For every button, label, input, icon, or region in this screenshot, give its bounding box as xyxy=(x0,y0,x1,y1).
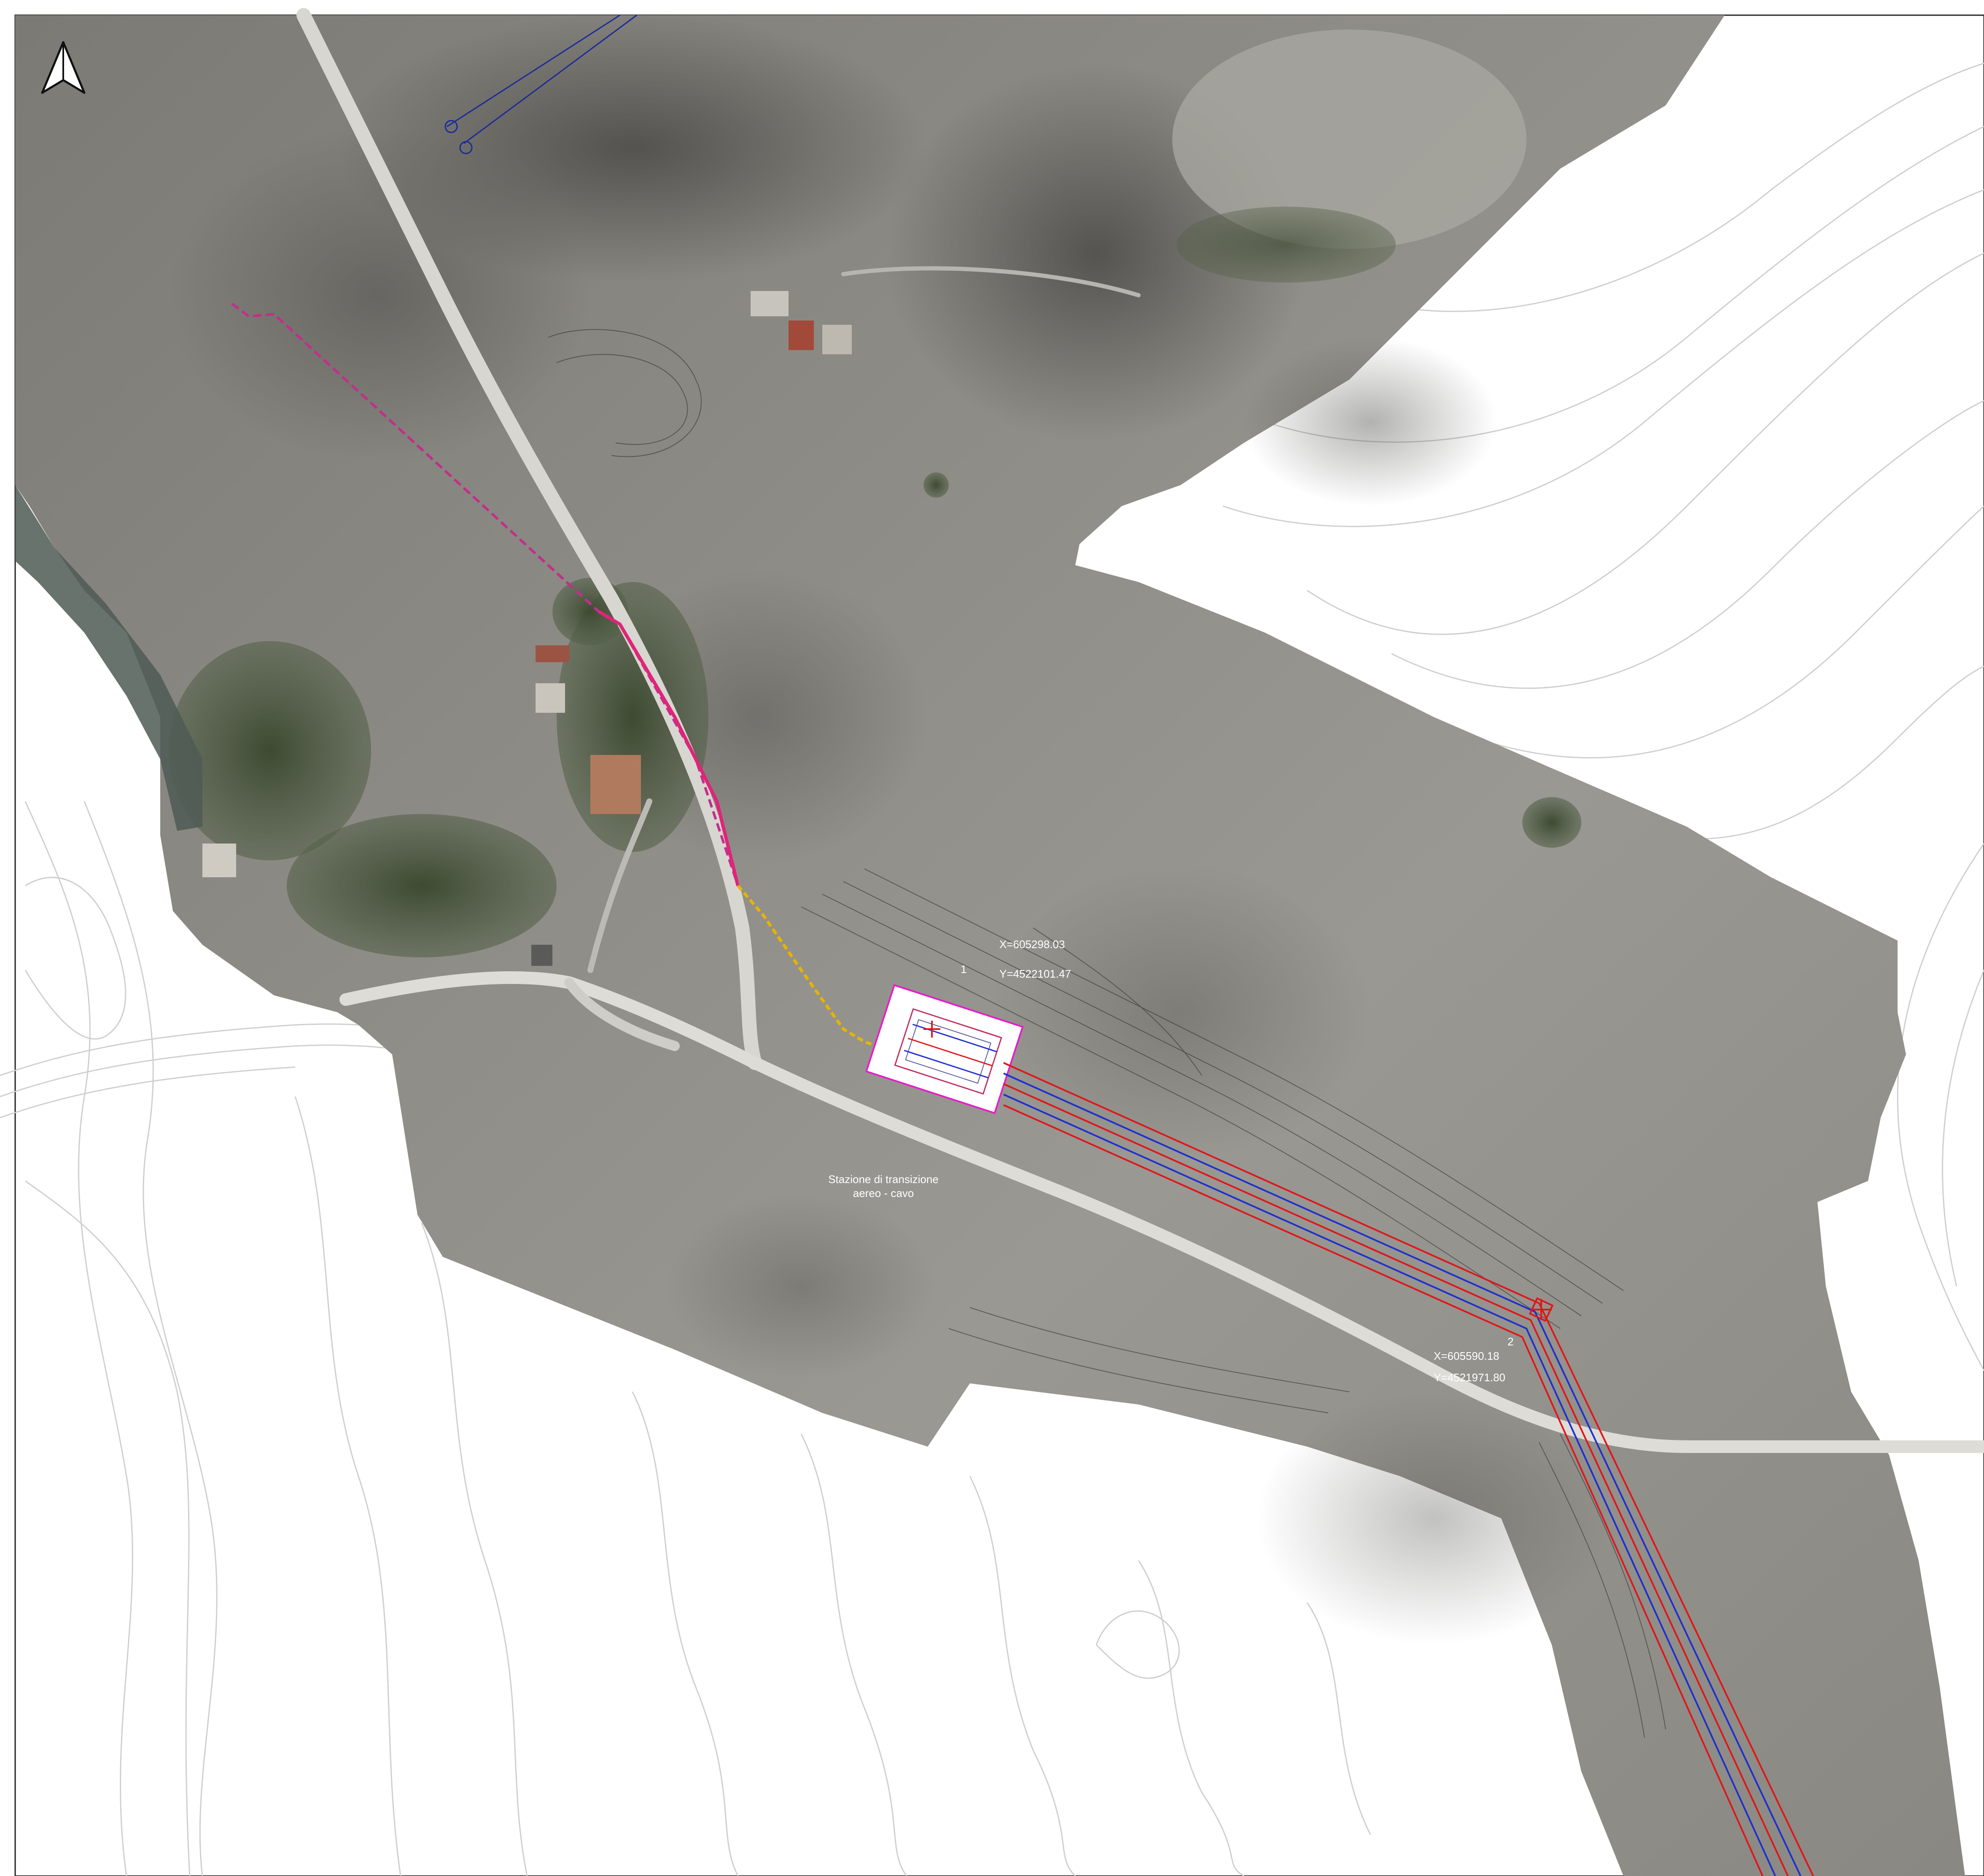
contour-lines-bg xyxy=(0,62,1984,1876)
point-2-y-label: Y=4521971.80 xyxy=(1434,1371,1505,1384)
point-2-id-label: 2 xyxy=(1508,1335,1513,1348)
light-field xyxy=(1172,30,1526,249)
point-1-id-label: 1 xyxy=(961,963,966,976)
overhead-line-red xyxy=(598,610,740,886)
cable-route xyxy=(1003,1062,1814,1876)
cable-section-yellow xyxy=(737,884,903,1056)
point-2-x-label: X=605590.18 xyxy=(1434,1350,1499,1362)
field-contours xyxy=(548,329,1666,1738)
station-label-line2: aereo - cavo xyxy=(853,1187,914,1199)
roads xyxy=(296,8,1984,1453)
station-label-line1: Stazione di transizione xyxy=(828,1173,939,1186)
point-1-x-label: X=605298.03 xyxy=(999,938,1065,951)
north-arrow-icon xyxy=(41,41,86,94)
junction-2[interactable] xyxy=(1529,1297,1554,1322)
transition-station[interactable] xyxy=(865,984,1024,1114)
water-body xyxy=(15,485,202,831)
junction-1[interactable] xyxy=(923,1021,940,1038)
existing-lines-top xyxy=(444,14,637,154)
point-1-y-label: Y=4522101.47 xyxy=(999,968,1071,980)
buildings xyxy=(202,291,852,966)
